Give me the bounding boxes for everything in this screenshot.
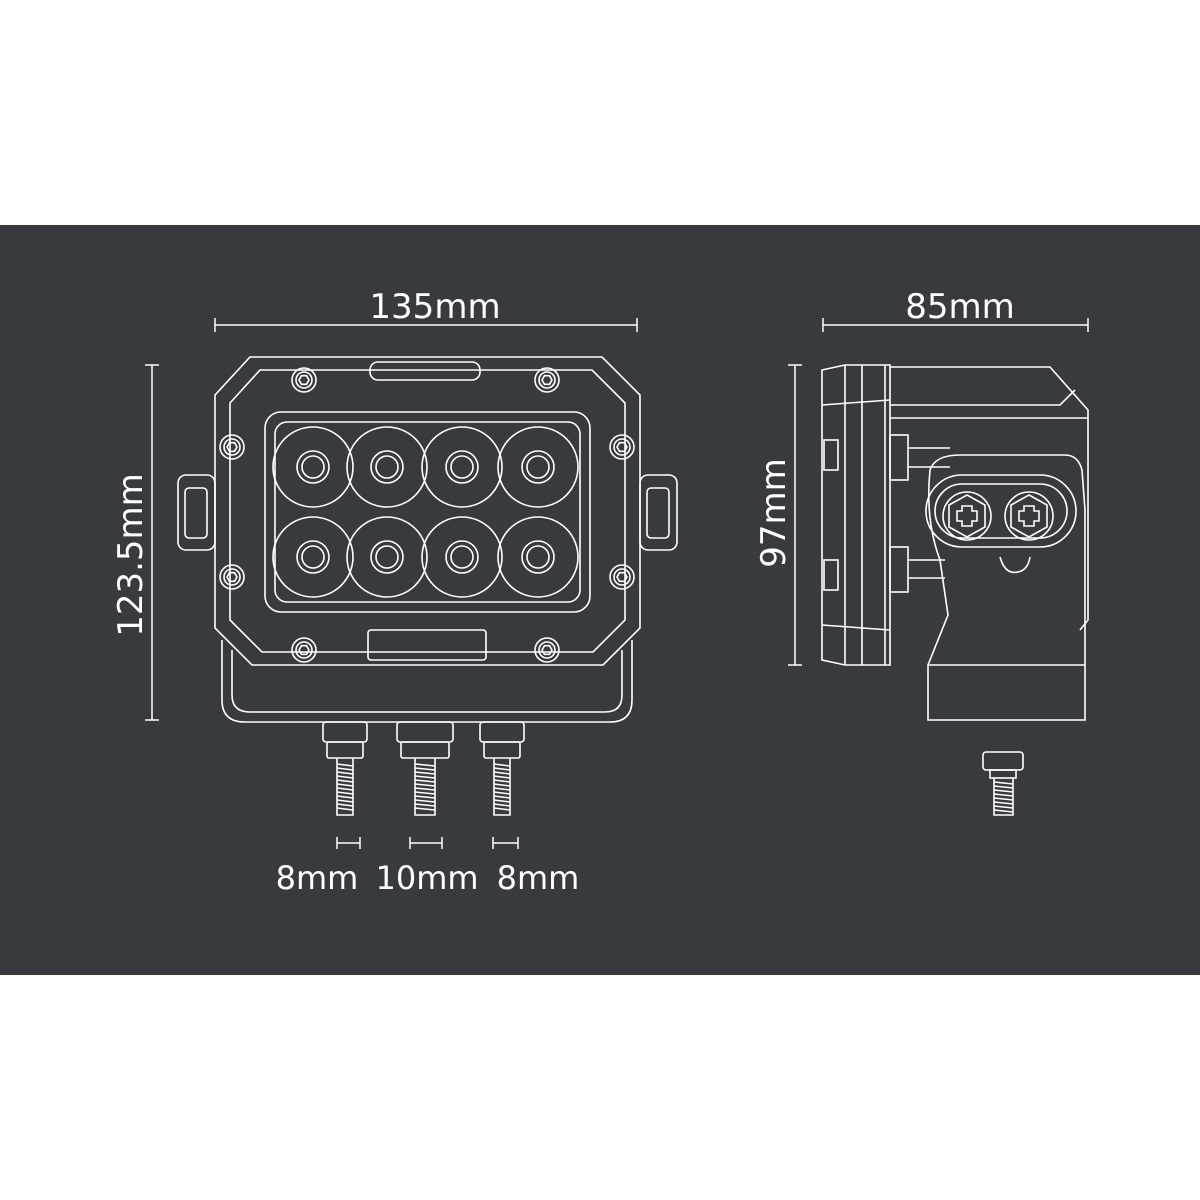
bolt-icon — [219, 434, 245, 460]
side-terminal-thread — [993, 781, 1014, 813]
front-view-light — [177, 356, 678, 723]
led-array — [272, 426, 579, 598]
led — [421, 516, 503, 598]
diagram-panel — [0, 225, 1200, 975]
frame-bolts — [219, 367, 635, 663]
height-label: 123.5mm — [111, 473, 151, 637]
led — [346, 426, 428, 508]
led — [272, 426, 354, 508]
terminal-stud — [396, 721, 454, 816]
terminal-stud — [322, 721, 368, 816]
terminal-scale-ticks — [336, 837, 519, 849]
side-height-label: 97mm — [754, 458, 794, 568]
bolt-icon — [291, 637, 317, 663]
terminal-label-left: 8mm — [276, 859, 359, 897]
led — [272, 516, 354, 598]
width-label: 135mm — [369, 287, 500, 327]
height-dimension-line — [145, 364, 159, 721]
bolt-icon — [534, 637, 560, 663]
side-height-dimension-line — [788, 364, 802, 666]
depth-dimension-line — [822, 318, 1089, 332]
led — [421, 426, 503, 508]
bolt-icon — [291, 367, 317, 393]
width-dimension-line — [214, 318, 638, 332]
bolt-icon — [219, 564, 245, 590]
bolt-icon — [609, 434, 635, 460]
bolt-icon — [534, 367, 560, 393]
bolt-icon — [609, 564, 635, 590]
led — [497, 426, 579, 508]
terminal-label-center: 10mm — [375, 859, 478, 897]
led — [497, 516, 579, 598]
front-terminals — [322, 721, 525, 816]
terminal-stud — [479, 721, 525, 816]
depth-label: 85mm — [905, 287, 1015, 327]
side-view-light — [821, 364, 1089, 816]
terminal-label-right: 8mm — [497, 859, 580, 897]
led — [346, 516, 428, 598]
